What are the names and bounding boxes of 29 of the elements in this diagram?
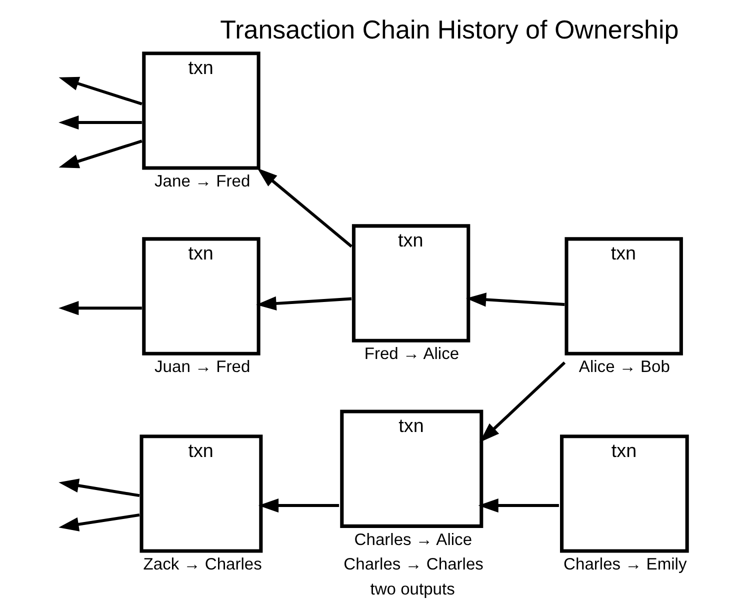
node-box: txn [564,237,683,356]
node-label: Charles → Alice [354,530,472,549]
arrow [256,296,352,310]
node-label: Zack → Charles [143,554,262,574]
node-label: two outputs [370,579,455,598]
node-box: txn [352,224,470,342]
arrow [58,513,140,532]
node-box: txn [142,52,260,170]
arrow [58,478,140,498]
arrow [478,498,559,513]
arrow [258,498,340,513]
node-label: Juan → Fred [154,357,250,376]
arrow [58,301,142,316]
node-label: Charles → Emily [564,554,687,574]
arrow [480,361,566,442]
node-box: txn [140,434,263,553]
node-box: txn [560,434,689,553]
arrow [58,76,142,106]
node-box: txn [340,410,484,528]
diagram-title: Transaction Chain History of Ownership [220,14,679,45]
node-label: Alice → Bob [578,357,670,376]
arrow [466,292,565,307]
node-label: Fred → Alice [364,344,460,364]
arrow [58,115,142,130]
arrow [257,168,352,248]
node-label: Charles → Charles [344,554,484,574]
arrow [58,140,142,168]
node-box: txn [142,237,260,356]
node-label: Jane → Fred [154,172,250,191]
